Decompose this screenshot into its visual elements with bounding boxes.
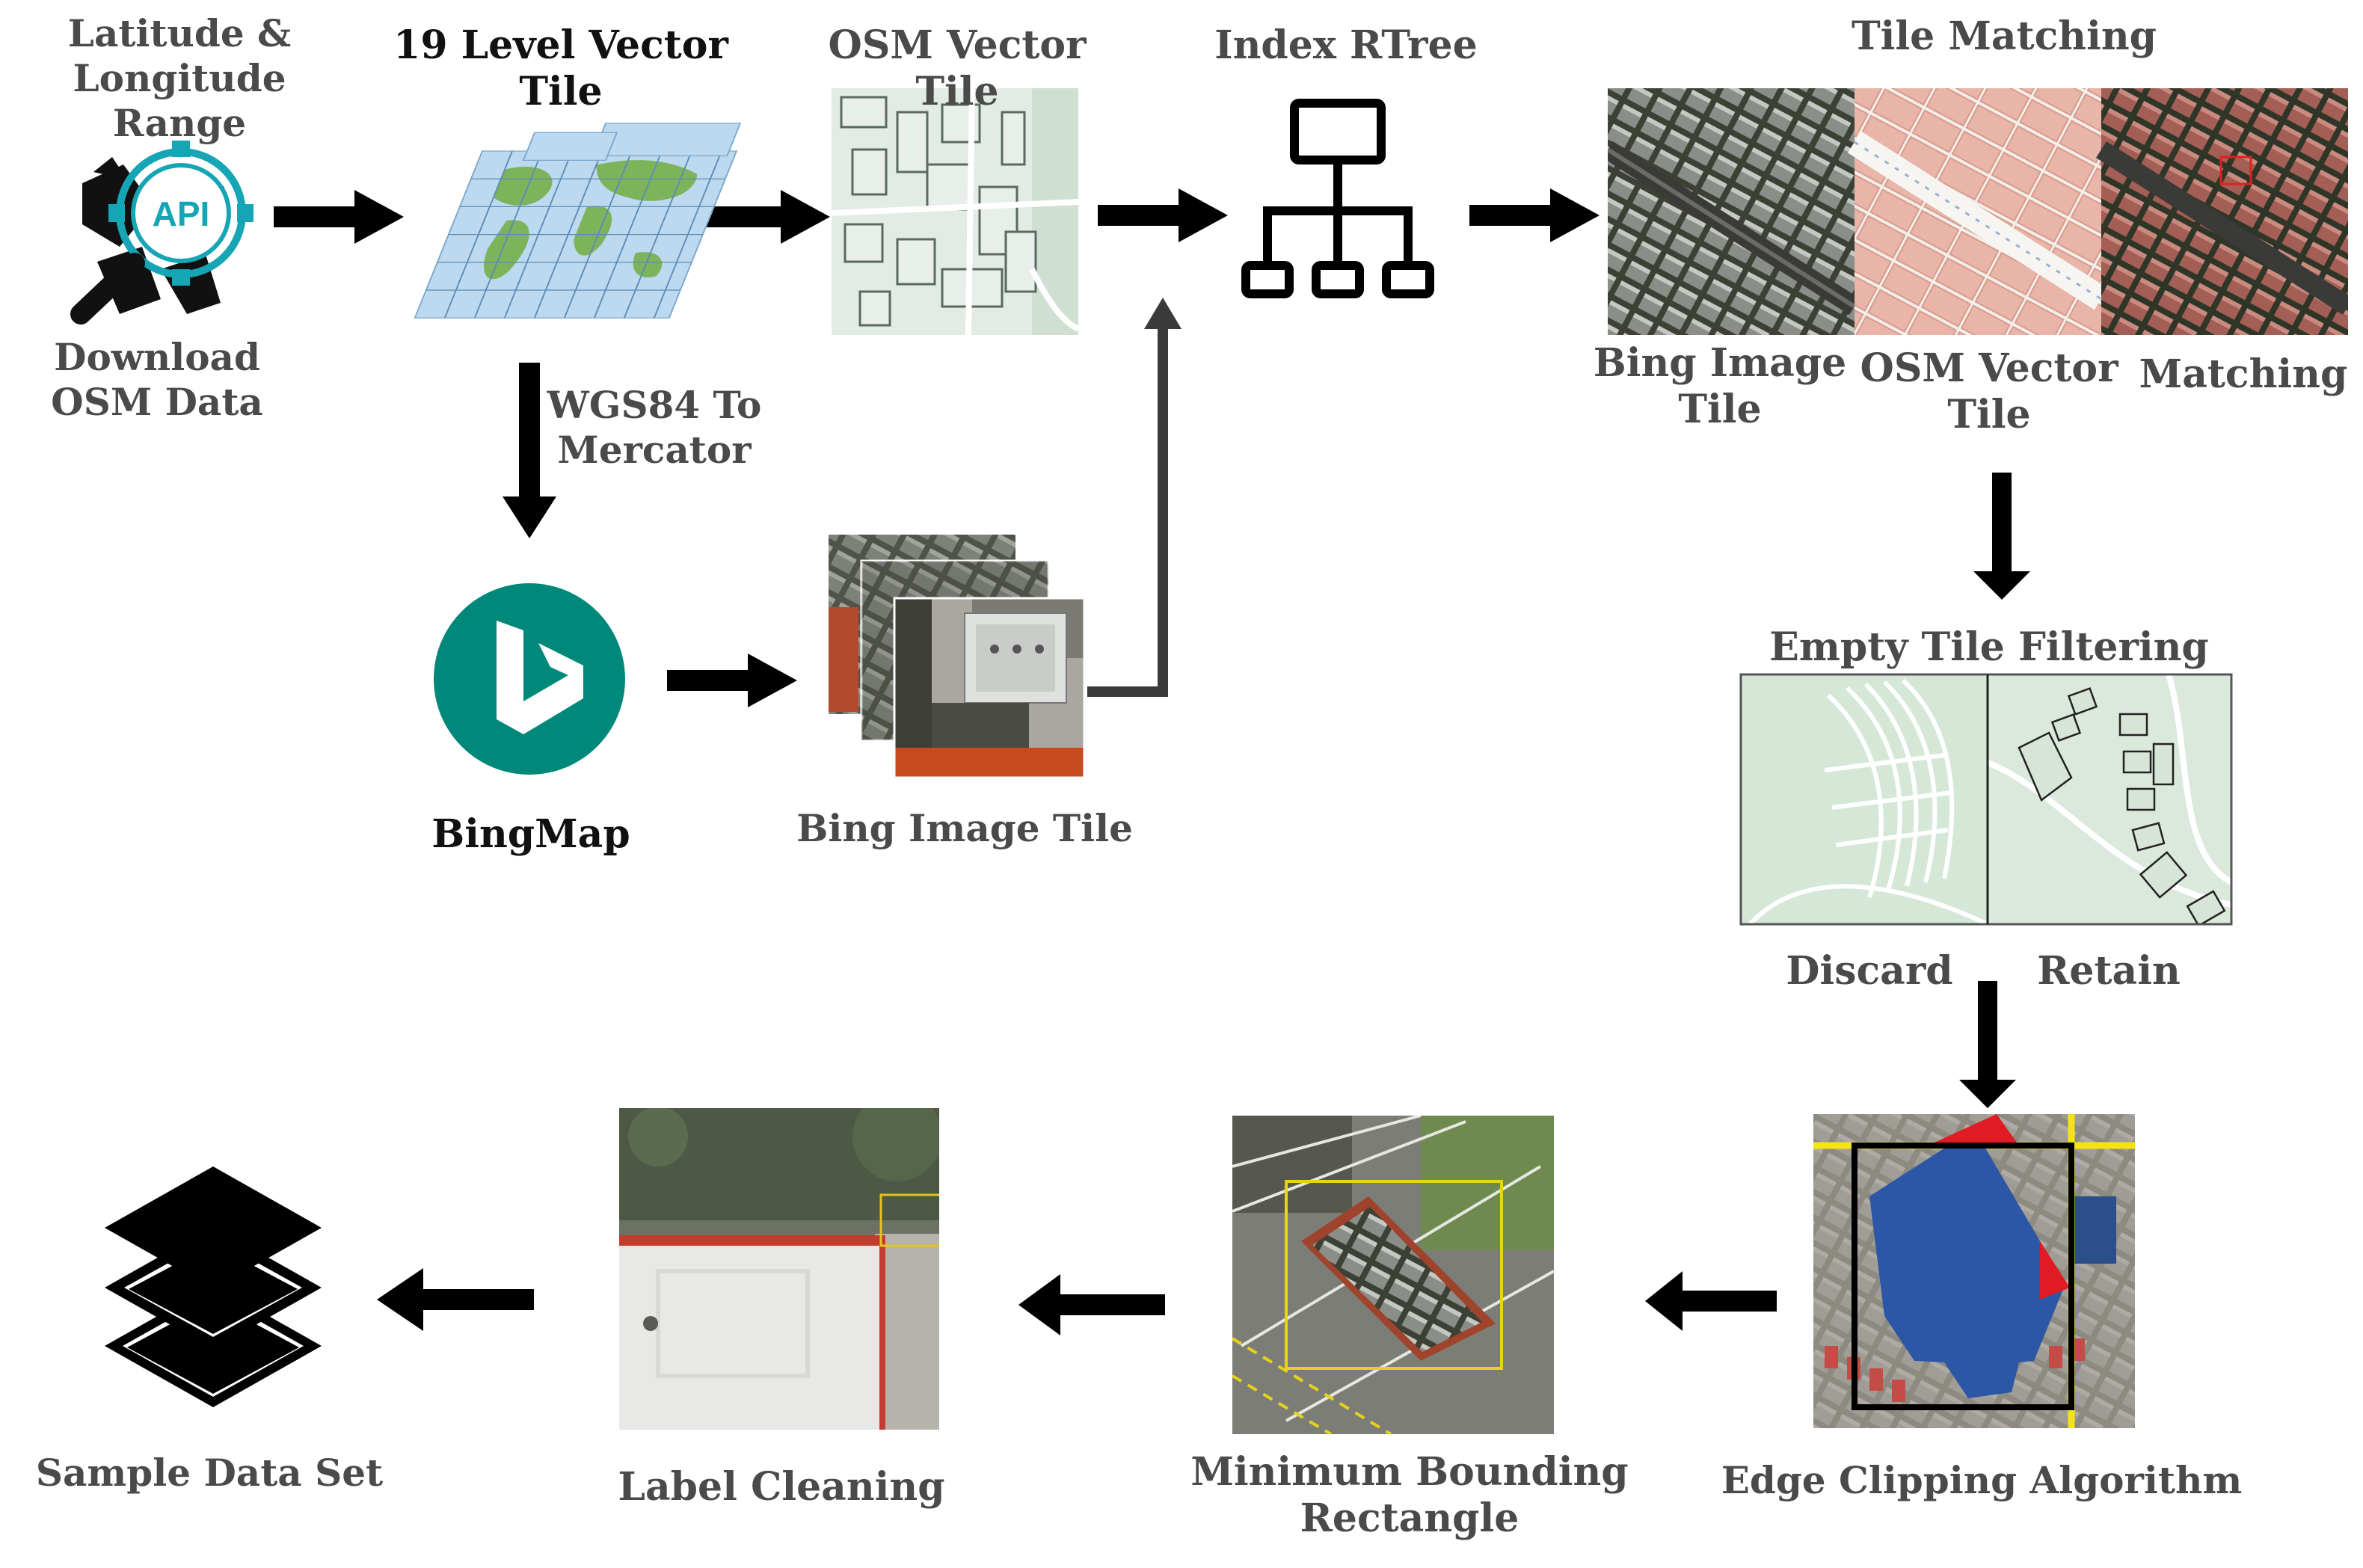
world-map-tile-icon xyxy=(414,123,742,319)
osm-vector-tile-image xyxy=(832,88,1078,335)
tm-matching-label: Matching xyxy=(2139,351,2348,397)
tile-matching-images xyxy=(1608,88,2348,335)
flow-arrows xyxy=(274,188,2030,1335)
layers-icon xyxy=(105,1166,322,1407)
tile-matching-title: Tile Matching xyxy=(1851,13,2157,59)
arrow-right xyxy=(274,206,360,227)
retain-label: Retain xyxy=(2037,948,2181,994)
bing-image-tile-stack xyxy=(829,535,1086,779)
bing-logo-icon xyxy=(434,583,625,775)
minimum-bounding-rectangle-image xyxy=(1232,1116,1554,1434)
edge-clipping-image xyxy=(1813,1114,2135,1428)
label-cleaning-image xyxy=(619,1108,939,1430)
wgs84-to-mercator-label: WGS84 To Mercator xyxy=(547,383,762,472)
download-osm-label: Download OSM Data xyxy=(51,335,263,424)
tm-bing-label: Bing Image Tile xyxy=(1593,340,1847,433)
download-osm-icon: API xyxy=(70,141,253,325)
empty-tile-filtering-title: Empty Tile Filtering xyxy=(1769,624,2209,670)
discard-label: Discard xyxy=(1786,948,1953,994)
label-cleaning-label: Label Cleaning xyxy=(618,1464,945,1510)
bing-aerial-tile xyxy=(1608,88,1855,335)
api-label: API xyxy=(153,194,210,233)
lat-range-label: Latitude & Longitude Range xyxy=(67,11,292,145)
empty-tile-filtering-images xyxy=(1739,673,2233,926)
index-rtree-label: Index RTree xyxy=(1214,22,1478,68)
edge-clipping-label: Edge Clipping Algorithm xyxy=(1721,1458,2243,1502)
bing-image-tile-label: Bing Image Tile xyxy=(796,806,1133,850)
tm-osm-label: OSM Vector Tile xyxy=(1860,345,2118,438)
sample-data-set-label: Sample Data Set xyxy=(35,1451,384,1495)
matching-overlay-tile xyxy=(2101,88,2348,335)
rtree-index-icon xyxy=(1241,99,1434,298)
level19-vector-tile-label: 19 Level Vector Tile xyxy=(393,22,728,115)
bingmap-label: BingMap xyxy=(431,811,630,857)
osm-vector-tile-label: OSM Vector Tile xyxy=(828,22,1087,115)
arrow-right-head xyxy=(354,190,404,244)
mbr-label: Minimum Bounding Rectangle xyxy=(1190,1449,1629,1542)
